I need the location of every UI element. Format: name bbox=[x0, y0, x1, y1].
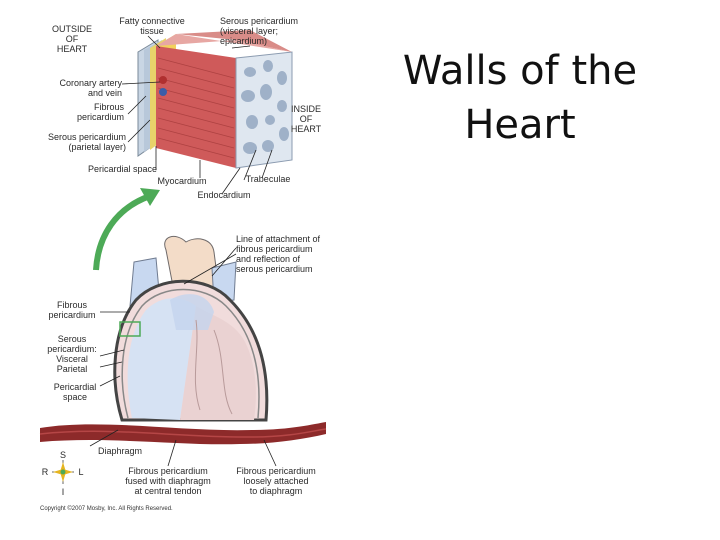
label-line: Fibrous pericardium bbox=[128, 466, 208, 476]
label-line: Endocardium bbox=[197, 190, 251, 200]
diaphragm-band bbox=[40, 422, 326, 445]
label-line: space bbox=[62, 392, 88, 402]
label-diaphragm: Diaphragm bbox=[92, 446, 148, 456]
myocardium-face bbox=[156, 46, 236, 168]
label-line: Serous bbox=[57, 334, 87, 344]
label-line: serous pericardium bbox=[236, 264, 313, 274]
serous-pericardium-line bbox=[121, 288, 260, 419]
label-myocardium: Myocardium bbox=[152, 176, 212, 186]
coronary-vein bbox=[159, 88, 167, 96]
label-line: Fibrous bbox=[56, 300, 87, 310]
label-line: epicardium) bbox=[220, 36, 268, 46]
green-arrow bbox=[93, 188, 160, 271]
label-serous-visceral: Serous pericardium (visceral layer; epic… bbox=[220, 16, 310, 46]
label-line: OF bbox=[299, 114, 313, 124]
compass-superior: S bbox=[59, 450, 66, 460]
label-line: and vein bbox=[87, 88, 122, 98]
label-serous-parietal: Serous pericardium (parietal layer) bbox=[30, 132, 126, 152]
label-line: Pericardial space bbox=[88, 164, 158, 174]
heart-illustration bbox=[113, 235, 269, 422]
leader-lines-top bbox=[121, 35, 273, 195]
label-line: Trabeculae bbox=[245, 174, 291, 184]
label-line: and reflection of bbox=[236, 254, 301, 264]
label-line: Serous pericardium bbox=[47, 132, 126, 142]
compass-left: L bbox=[78, 467, 84, 477]
label-fibrous-pericardium-left: Fibrous pericardium bbox=[44, 300, 100, 320]
coronary-sketch bbox=[194, 319, 233, 415]
label-line: Diaphragm bbox=[97, 446, 143, 456]
heart-left-side bbox=[180, 306, 256, 420]
label-line: to diaphragm bbox=[249, 486, 303, 496]
section-marker bbox=[119, 321, 141, 337]
label-fatty-connective-tissue: Fatty connective tissue bbox=[112, 16, 192, 36]
label-endocardium: Endocardium bbox=[194, 190, 254, 200]
label-serous-pericardium-left: Serous pericardium: Visceral Parietal bbox=[44, 334, 100, 374]
label-line: at central tendon bbox=[134, 486, 202, 496]
label-line: Coronary artery bbox=[59, 78, 122, 88]
label-line: HEART bbox=[56, 44, 88, 54]
label-line: Fibrous pericardium bbox=[236, 466, 316, 476]
diaphragm-highlight bbox=[39, 428, 327, 438]
label-line: loosely attached bbox=[243, 476, 309, 486]
trabeculae-holes bbox=[241, 60, 289, 154]
wall-section-block bbox=[137, 30, 293, 169]
label-line: Fatty connective bbox=[119, 16, 185, 26]
label-line: tissue bbox=[140, 26, 164, 36]
block-top-face bbox=[156, 34, 292, 52]
left-atrium bbox=[170, 294, 214, 330]
label-line: fused with diaphragm bbox=[125, 476, 211, 486]
label-loosely-attached: Fibrous pericardium loosely attached to … bbox=[226, 466, 326, 496]
label-outside-of-heart: OUTSIDE OF HEART bbox=[48, 24, 96, 54]
orientation-compass bbox=[52, 460, 74, 484]
label-line: fibrous pericardium bbox=[236, 244, 313, 254]
label-line: Pericardial bbox=[53, 382, 97, 392]
label-line: (parietal layer) bbox=[68, 142, 126, 152]
compass-right: R bbox=[41, 467, 49, 477]
label-pericardial-space-top: Pericardial space bbox=[88, 164, 178, 174]
label-line: pericardium: bbox=[47, 344, 97, 354]
label-line: Visceral bbox=[56, 354, 88, 364]
label-line: Fibrous bbox=[93, 102, 124, 112]
slide-title-line-1: Walls of the bbox=[402, 48, 638, 94]
label-line: (visceral layer; bbox=[220, 26, 279, 36]
compass-inferior: I bbox=[61, 487, 65, 497]
label-line: Serous pericardium bbox=[220, 16, 299, 26]
label-fibrous-pericardium-top: Fibrous pericardium bbox=[56, 102, 124, 122]
block-top-face-2 bbox=[176, 30, 292, 52]
copyright-notice: Copyright ©2007 Mosby, Inc. All Rights R… bbox=[40, 506, 173, 512]
label-trabeculae: Trabeculae bbox=[242, 174, 294, 184]
label-line: pericardium bbox=[76, 112, 124, 122]
label-inside-of-heart: INSIDE OF HEART bbox=[286, 104, 326, 134]
label-line: HEART bbox=[290, 124, 322, 134]
label-line: Parietal bbox=[56, 364, 88, 374]
leader-lines-heart bbox=[89, 247, 277, 467]
label-line: OUTSIDE bbox=[51, 24, 92, 34]
label-line: pericardium bbox=[48, 310, 96, 320]
label-fused-with-diaphragm: Fibrous pericardium fused with diaphragm… bbox=[118, 466, 218, 496]
label-line: Myocardium bbox=[157, 176, 207, 186]
label-line: Line of attachment of bbox=[236, 234, 321, 244]
slide-title-line-2: Heart bbox=[464, 102, 576, 148]
label-line-of-attachment: Line of attachment of fibrous pericardiu… bbox=[236, 234, 328, 274]
slide-title: Walls of the Heart bbox=[370, 44, 670, 152]
muscle-striations bbox=[157, 57, 235, 159]
label-coronary-artery-vein: Coronary artery and vein bbox=[40, 78, 122, 98]
label-line: OF bbox=[65, 34, 79, 44]
label-pericardial-space-left: Pericardial space bbox=[50, 382, 100, 402]
coronary-artery bbox=[159, 76, 167, 84]
label-line: INSIDE bbox=[290, 104, 321, 114]
